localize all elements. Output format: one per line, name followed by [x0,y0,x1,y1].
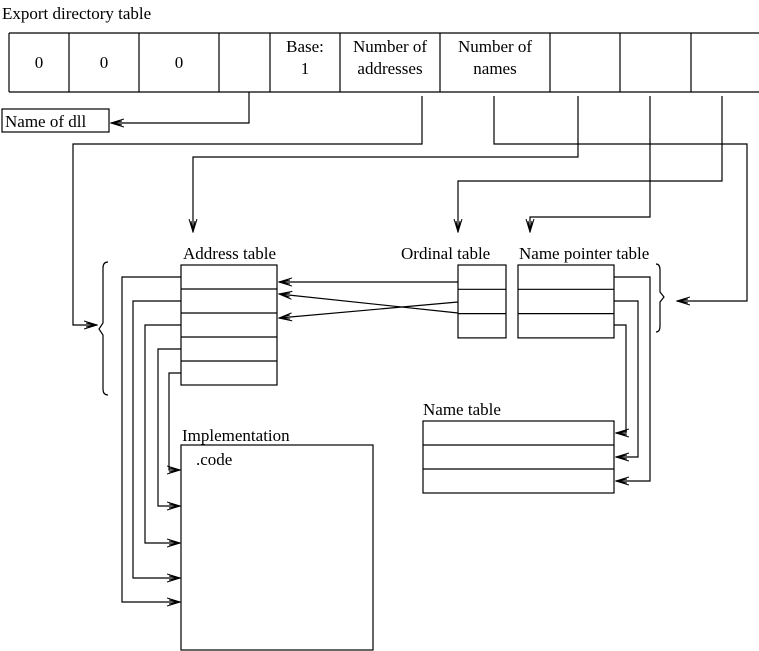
name-pointer-table-pointer-arrow [530,96,651,232]
directory-field-5: Number of [353,37,427,56]
num-addresses-arrow [72,96,423,325]
address-table [180,264,278,386]
directory-field-6: Number of [458,37,532,56]
directory-field-4: 1 [301,59,310,78]
name-pointer-table [517,264,615,339]
address-table-pointer-arrow [193,96,579,232]
address-to-code-arrow [144,324,181,543]
name-pointer-to-name-arrow [614,324,626,433]
ordinal-table-label: Ordinal table [401,244,490,263]
address-table-brace [98,261,109,396]
directory-field-4: Base: [286,37,324,56]
implementation-label: Implementation [182,426,290,445]
name-of-dll-label: Name of dll [5,112,86,131]
ordinal-to-address-arrow [279,301,459,318]
name-pointer-brace [655,263,665,333]
directory-field-2: 0 [175,53,184,72]
code-section-label: .code [196,450,232,469]
name-pointer-to-name-arrow [614,300,639,457]
address-to-code-arrow [157,348,181,506]
diagram-title: Export directory table [2,4,151,23]
address-to-code-arrow [121,276,181,602]
name-pointer-to-name-arrow [614,276,651,481]
name-table-label: Name table [423,400,501,419]
directory-field-0: 0 [35,53,44,72]
dll-name-pointer-arrow [111,92,250,123]
implementation-box [180,444,374,651]
address-table-label: Address table [183,244,276,263]
address-to-code-arrow [169,372,181,470]
name-table [422,420,615,494]
ordinal-table-pointer-arrow [458,96,723,232]
address-to-code-arrow [132,300,181,578]
num-names-arrow [493,96,748,301]
name-of-dll-box [1,108,110,133]
export-directory-table: 0 0 0 Base: 1 Number of addresses Number of name… [8,32,759,93]
directory-field-6: names [473,59,516,78]
directory-field-1: 0 [100,53,109,72]
ordinal-to-address-arrow [279,294,459,314]
ordinal-table [457,264,507,339]
directory-field-5: addresses [357,59,422,78]
name-pointer-table-label: Name pointer table [519,244,649,263]
